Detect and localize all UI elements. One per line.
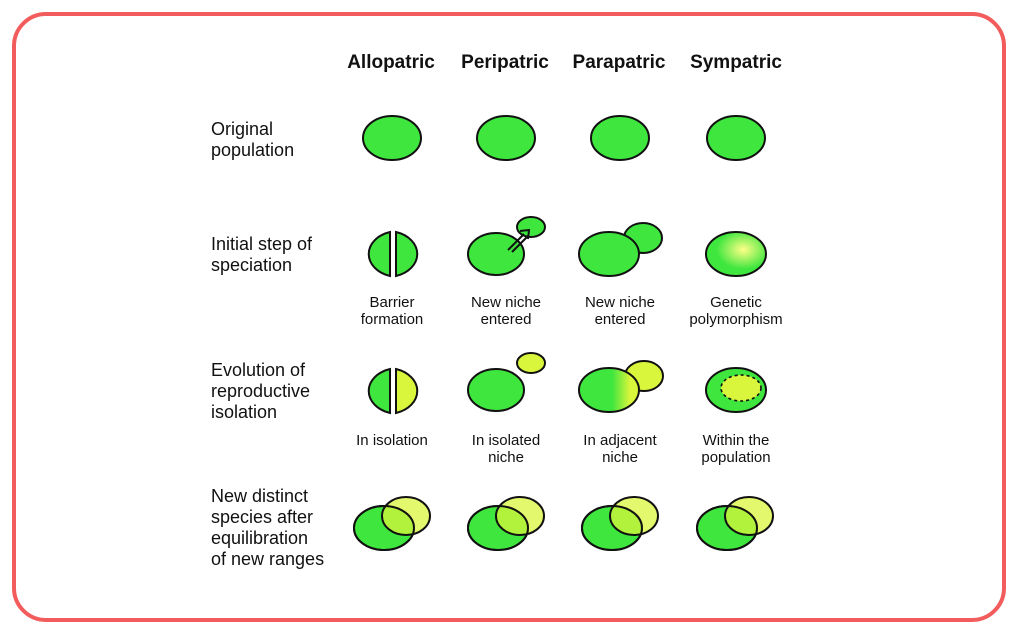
parapatric-new-species bbox=[581, 496, 659, 551]
caption-barrier-formation: Barrier formation bbox=[360, 294, 424, 328]
column-header-peripatric: Peripatric bbox=[461, 52, 549, 73]
row-label-evolution: Evolution of reproductive isolation bbox=[211, 360, 311, 422]
allopatric-new-species bbox=[353, 496, 431, 551]
caption-in-adjacent-niche: In adjacent niche bbox=[583, 432, 657, 466]
parapatric-niche-entered bbox=[578, 222, 663, 277]
original-population-peripatric bbox=[476, 115, 536, 161]
caption-new-niche-peripatric: New niche entered bbox=[470, 294, 542, 328]
original-population-sympatric bbox=[706, 115, 766, 161]
caption-in-isolation: In isolation bbox=[356, 432, 428, 449]
column-header-sympatric: Sympatric bbox=[690, 52, 782, 73]
row-label-initial-step: Initial step of speciation bbox=[211, 234, 313, 275]
peripatric-new-species bbox=[467, 496, 545, 551]
original-population-allopatric bbox=[362, 115, 422, 161]
column-header-parapatric: Parapatric bbox=[572, 52, 666, 73]
caption-in-isolated-niche: In isolated niche bbox=[471, 432, 541, 466]
peripatric-niche-entered bbox=[467, 216, 546, 276]
caption-within-population: Within the population bbox=[701, 432, 771, 466]
sympatric-polymorphism bbox=[705, 231, 767, 277]
parapatric-adjacent-niche bbox=[578, 360, 664, 413]
allopatric-isolated-halves bbox=[367, 367, 419, 415]
sympatric-new-species bbox=[696, 496, 774, 551]
row-label-original-population: Original population bbox=[211, 119, 295, 160]
column-header-allopatric: Allopatric bbox=[347, 52, 435, 73]
row-label-new-species: New distinct species after equilibration… bbox=[211, 486, 325, 569]
sympatric-within-population bbox=[705, 367, 767, 413]
caption-genetic-polymorphism: Genetic polymorphism bbox=[689, 294, 783, 328]
original-population-parapatric bbox=[590, 115, 650, 161]
allopatric-barrier-split bbox=[367, 230, 419, 278]
caption-new-niche-parapatric: New niche entered bbox=[584, 294, 656, 328]
peripatric-isolated-niche bbox=[467, 352, 546, 412]
